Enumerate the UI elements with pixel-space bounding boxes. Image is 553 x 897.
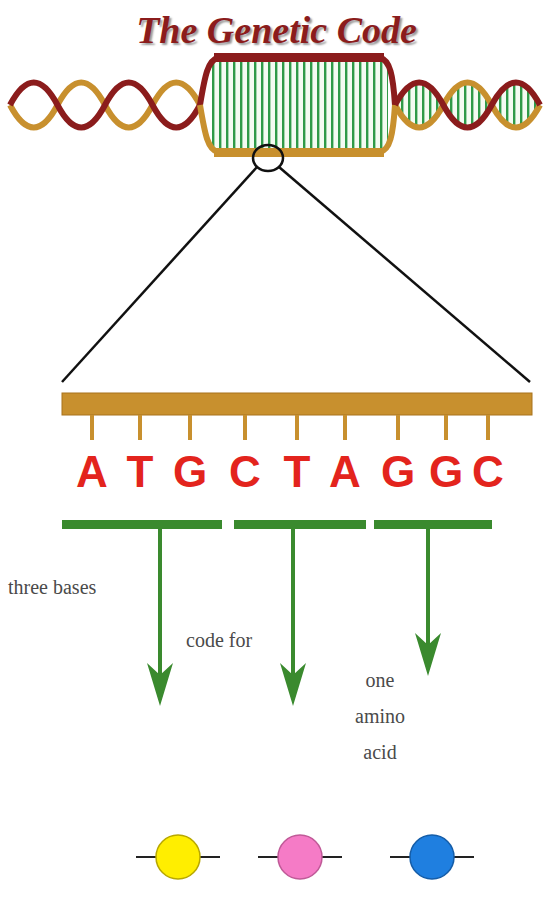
base-letter: A [329,450,361,494]
strand-bend [200,58,218,105]
helix-rungs [395,83,540,128]
strand-rail [214,148,384,157]
annotation: three bases [8,575,96,599]
base-letter: G [381,450,415,494]
base-letter: G [429,450,463,494]
helix-strand [10,83,200,128]
strand-rail [214,53,384,62]
base-letter: G [173,450,207,494]
strand-bend [200,105,218,152]
helix-strand [395,83,540,128]
title: The Genetic Code [136,8,417,52]
annotation: one amino acid [345,662,415,770]
base-letter: C [229,450,261,494]
zoom-line [279,167,530,382]
helix-strand [395,83,540,128]
base-letter: A [76,450,108,494]
zoom-circle [253,145,283,171]
base-letter: T [127,450,154,494]
strand-bend [380,58,395,105]
base-ticks [92,415,488,440]
codon-arrows [62,520,492,706]
open-region [212,60,388,150]
amino-acids [136,835,474,879]
helix-rungs [10,83,200,128]
base-letter: T [284,450,311,494]
base-letter: C [472,450,504,494]
strand-bar [62,393,532,415]
helix-strand [10,83,200,128]
annotation: code for [186,628,252,652]
strand-bend [380,105,395,152]
zoom-line [62,167,257,382]
